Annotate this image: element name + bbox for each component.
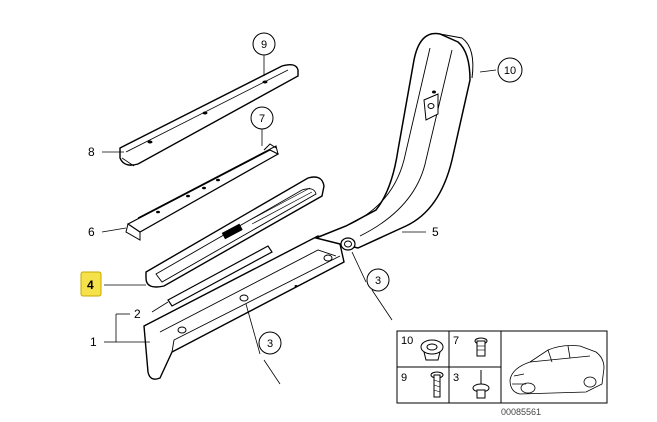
svg-text:4: 4 — [87, 278, 94, 292]
car-outline-icon — [509, 345, 605, 395]
part-2-trim-strip[interactable] — [167, 245, 273, 307]
callout-3-right: 3 — [366, 268, 390, 292]
legend-label-10: 10 — [401, 335, 413, 347]
callout-3-left: 3 — [258, 331, 282, 355]
svg-text:3: 3 — [267, 338, 273, 350]
svg-text:3: 3 — [375, 275, 381, 287]
callout-10: 10 — [497, 57, 523, 83]
callout-7: 7 — [250, 106, 274, 130]
part-9-sill-strip[interactable] — [119, 63, 299, 167]
callout-8: 8 — [88, 145, 95, 159]
svg-text:7: 7 — [259, 113, 265, 125]
callout-1: 1 — [90, 335, 97, 349]
screw-9-icon — [430, 371, 444, 398]
callout-4-highlighted: 4 — [80, 271, 102, 297]
svg-text:9: 9 — [261, 39, 267, 51]
legend-label-9: 9 — [401, 372, 407, 384]
legend-box: 10 7 9 3 — [396, 330, 608, 404]
reference-number: 00085561 — [501, 407, 541, 417]
part-4-tread-plate[interactable] — [145, 176, 325, 288]
nut-3-icon — [472, 370, 490, 399]
clip-10-icon — [420, 339, 444, 361]
callout-6: 6 — [88, 225, 95, 239]
part-7-rail[interactable] — [125, 143, 280, 241]
callout-2: 2 — [134, 307, 141, 321]
part-5-pillar-trim[interactable] — [313, 32, 474, 251]
legend-label-3: 3 — [453, 372, 459, 384]
callout-5: 5 — [432, 225, 439, 239]
highlight-box — [80, 271, 102, 297]
screw-7-icon — [474, 337, 488, 357]
callout-9: 9 — [252, 32, 276, 56]
part-1-sill-cover[interactable] — [143, 235, 345, 380]
svg-text:10: 10 — [504, 65, 516, 77]
bmw-badge — [221, 223, 243, 240]
legend-label-7: 7 — [453, 335, 459, 347]
leader-lines — [101, 54, 497, 385]
